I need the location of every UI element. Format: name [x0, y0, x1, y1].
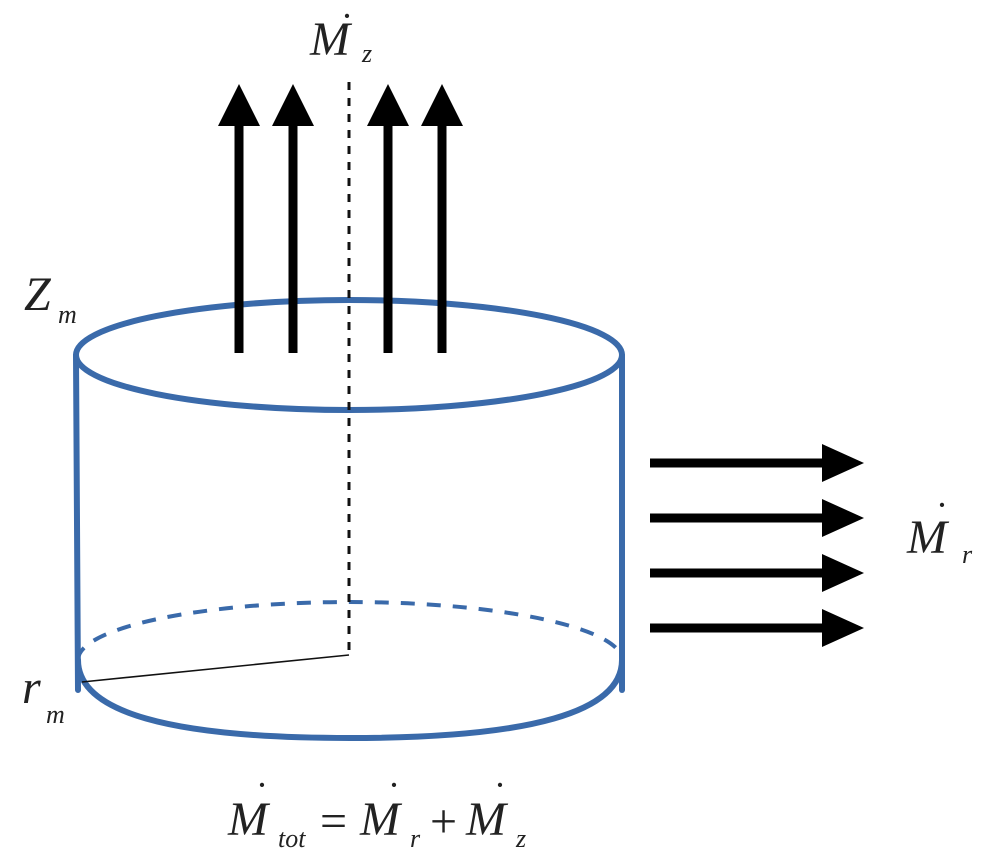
- radius-symbol: r: [22, 661, 41, 714]
- equation-plus: +: [430, 795, 457, 848]
- height-label: Z m: [24, 268, 77, 329]
- radial-flow-symbol: M: [906, 511, 950, 564]
- cylinder-left-wall: [73, 352, 81, 693]
- top-flow-label: · M z: [309, 0, 372, 68]
- top-flow-symbol: M: [309, 13, 353, 66]
- equation-term1-symbol: M: [359, 793, 403, 846]
- cylinder-bottom-back-edge: [76, 600, 624, 661]
- equation-lhs-dot: ·: [256, 765, 268, 805]
- radius-line: [81, 654, 350, 683]
- radial-flow-arrows: [650, 444, 864, 647]
- mass-balance-equation: · M tot = · M r + · M z: [227, 765, 526, 853]
- radial-arrow-head: [822, 444, 864, 482]
- radius-subscript: m: [46, 700, 65, 729]
- equation-term1-subscript: r: [410, 824, 421, 853]
- equation-term2-subscript: z: [515, 824, 526, 853]
- equation-equals: =: [320, 795, 347, 848]
- top-flow-subscript: z: [361, 39, 372, 68]
- top-flow-dot: ·: [341, 0, 353, 36]
- vertical-flow-arrows: [218, 84, 463, 353]
- cylinder-bottom-front-edge: [75, 657, 625, 742]
- vertical-arrow-head: [421, 84, 463, 126]
- equation-term1-dot: ·: [388, 765, 400, 805]
- equation-lhs-subscript: tot: [278, 824, 306, 853]
- radial-flow-dot: ·: [936, 485, 948, 525]
- radial-arrow-head: [822, 554, 864, 592]
- radius-label: r m: [22, 661, 65, 729]
- equation-lhs-symbol: M: [227, 793, 271, 846]
- radial-flow-subscript: r: [962, 540, 973, 569]
- vertical-arrow-head: [272, 84, 314, 126]
- vertical-arrow-head: [218, 84, 260, 126]
- vertical-arrow-head: [367, 84, 409, 126]
- equation-term2-symbol: M: [465, 793, 509, 846]
- cylinder: [73, 297, 625, 742]
- radial-flow-label: · M r: [906, 485, 973, 569]
- height-symbol: Z: [24, 268, 52, 321]
- radial-arrow-head: [822, 499, 864, 537]
- radial-arrow-head: [822, 609, 864, 647]
- equation-term2-dot: ·: [494, 765, 506, 805]
- height-subscript: m: [58, 300, 77, 329]
